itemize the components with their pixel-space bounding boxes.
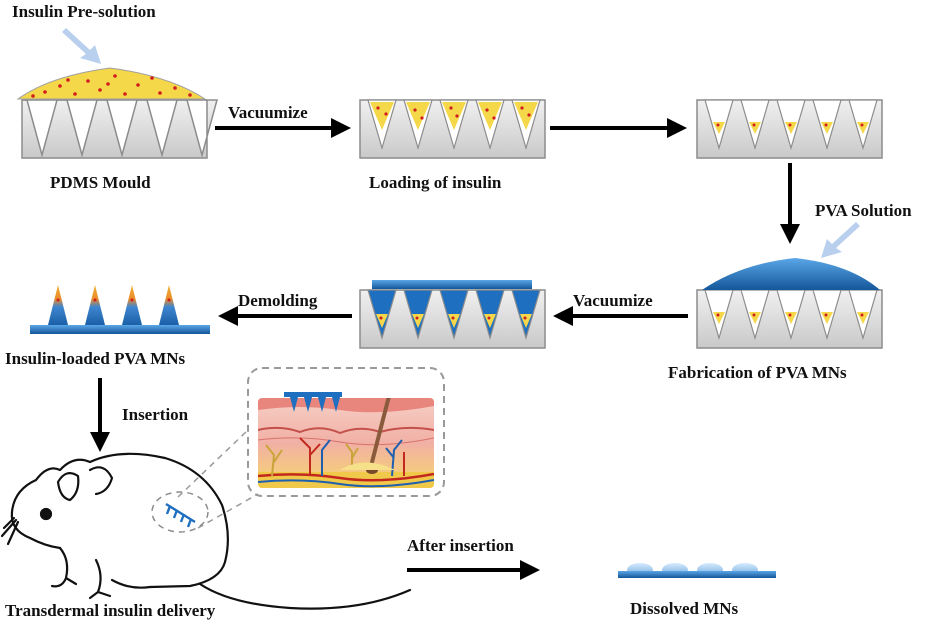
mould-pva-solution bbox=[696, 289, 883, 349]
vacuumize-label-1: Vacuumize bbox=[228, 103, 308, 122]
fabrication-of-pva-mns-label: Fabrication of PVA MNs bbox=[668, 363, 847, 382]
insulin-droplet bbox=[16, 67, 207, 100]
loading-of-insulin-label: Loading of insulin bbox=[369, 173, 502, 192]
pdms-mould bbox=[21, 99, 218, 159]
dissolved-mns-label: Dissolved MNs bbox=[630, 599, 739, 618]
mouse-illustration bbox=[0, 452, 412, 610]
hint-arrow-icon bbox=[821, 222, 860, 258]
mouse-patch bbox=[165, 502, 196, 528]
skin-inset bbox=[247, 367, 445, 497]
insulin-loaded-pva-mns-label: Insulin-loaded PVA MNs bbox=[5, 349, 186, 368]
dissolved-mn-patch bbox=[618, 563, 776, 578]
pva-droplet bbox=[702, 258, 880, 290]
insulin-loaded-mn-patch bbox=[30, 285, 210, 334]
mould-dried-insulin bbox=[696, 99, 883, 159]
demolding-label: Demolding bbox=[238, 291, 318, 310]
transdermal-insulin-delivery-label: Transdermal insulin delivery bbox=[5, 601, 216, 620]
pdms-mould-label: PDMS Mould bbox=[50, 173, 151, 192]
mould-pva-filled bbox=[359, 280, 546, 349]
after-insertion-label: After insertion bbox=[407, 536, 514, 555]
mouse-patch-highlight bbox=[151, 491, 209, 533]
insulin-presolution-label: Insulin Pre-solution bbox=[12, 2, 156, 21]
skin-hair-icon bbox=[368, 398, 398, 471]
zoom-line-top bbox=[177, 429, 249, 498]
mould-loading bbox=[359, 99, 546, 159]
insertion-label: Insertion bbox=[122, 405, 189, 424]
blood-vessel-icon bbox=[258, 472, 434, 482]
hint-arrow-icon bbox=[62, 28, 101, 64]
vacuumize-label-2: Vacuumize bbox=[573, 291, 653, 310]
pva-solution-label: PVA Solution bbox=[815, 201, 912, 220]
zoom-line-bottom bbox=[197, 493, 259, 529]
